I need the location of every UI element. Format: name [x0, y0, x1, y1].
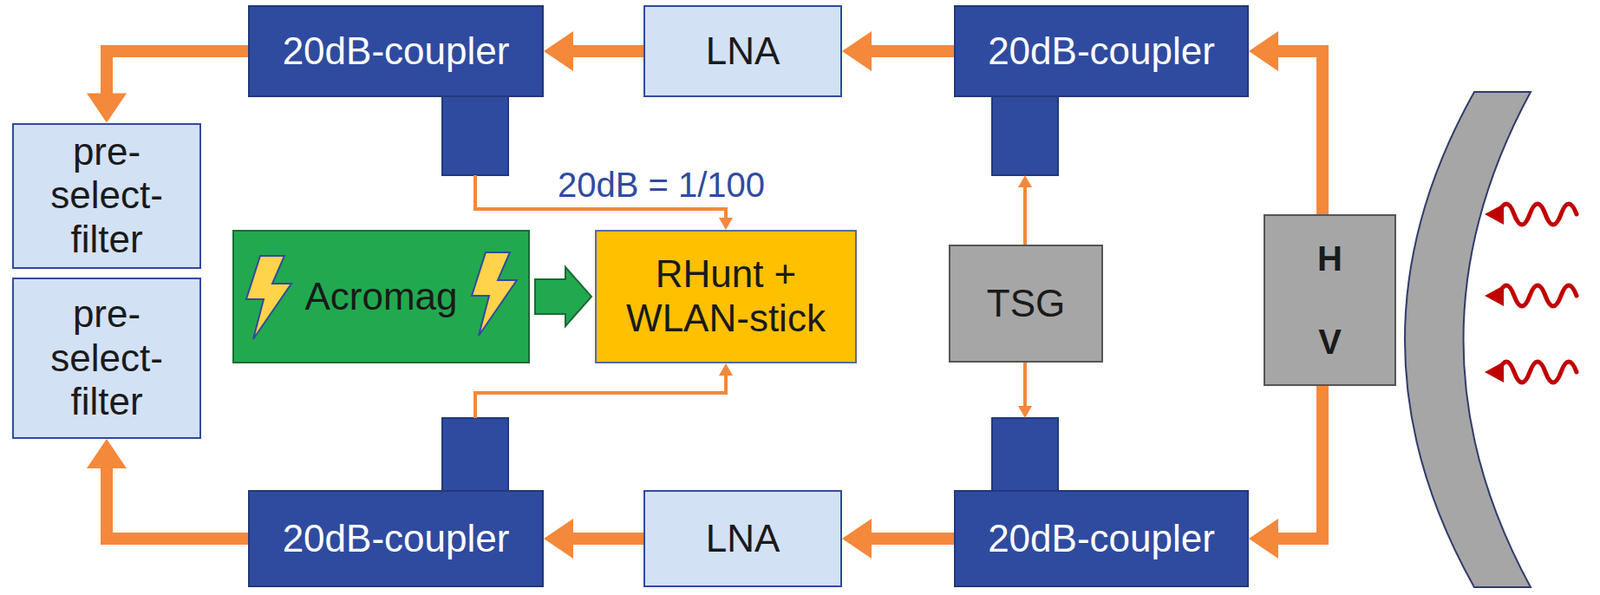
signal-arrow	[1018, 362, 1032, 418]
coupler-port	[992, 417, 1058, 497]
signal-arrow	[543, 31, 644, 72]
wave-head	[1484, 203, 1504, 225]
node-text: 20dB-coupler	[987, 29, 1215, 74]
wave	[1498, 203, 1577, 225]
node-text: LNA	[705, 516, 781, 562]
connector-line	[870, 45, 954, 58]
wave-heads	[1484, 203, 1504, 383]
signal-arrow	[842, 31, 954, 72]
signal-arrow	[842, 518, 954, 559]
connector-line	[475, 374, 726, 418]
arrow-head	[718, 217, 733, 230]
filter-box: pre- select- filter	[12, 277, 202, 439]
arrow-head	[718, 363, 733, 376]
node-text: H	[1317, 238, 1343, 279]
signal-arrow	[475, 363, 733, 418]
arrow-head	[1018, 405, 1032, 418]
node-text: pre- select- filter	[50, 292, 164, 425]
wave-head	[1484, 285, 1504, 307]
lightning-bolt	[471, 252, 517, 336]
connector-line	[1277, 385, 1323, 539]
node-text: 20dB-coupler	[282, 516, 510, 562]
arrow-head	[86, 438, 127, 469]
node-text: RHunt + WLAN-stick	[607, 252, 845, 340]
wave-head	[1484, 361, 1504, 383]
coupler-box: 20dB-coupler	[248, 5, 544, 98]
source-box: Acromag	[232, 229, 530, 364]
node-text: LNA	[705, 29, 781, 74]
dish-reflector	[1404, 91, 1531, 588]
connector-line	[106, 467, 249, 539]
connector-line	[106, 51, 249, 95]
arrow-head	[543, 31, 574, 72]
node-text: 20dB-coupler	[282, 29, 510, 74]
connector-line	[572, 532, 644, 545]
coupler-box: 20dB-coupler	[953, 489, 1249, 588]
coupler-port	[992, 90, 1058, 176]
connector-line	[870, 532, 954, 545]
node-text: V	[1318, 321, 1342, 362]
node-text: pre- select- filter	[50, 130, 164, 262]
signal-arrow	[86, 51, 249, 124]
arrow-head	[1018, 175, 1032, 188]
arrow-head	[1248, 31, 1279, 72]
signal-arrow	[543, 518, 644, 559]
node-text: 20dB-coupler	[987, 516, 1215, 562]
coupler-port	[442, 417, 509, 497]
signal-arrow	[1248, 385, 1323, 559]
amplifier-box: LNA	[643, 489, 843, 588]
receiver-box: RHunt + WLAN-stick	[594, 229, 857, 364]
coupler-box: 20dB-coupler	[248, 489, 544, 588]
node-text: TSG	[986, 281, 1065, 327]
arrow-head	[86, 93, 127, 124]
connector-line	[572, 45, 644, 58]
lightning-bolt	[246, 255, 292, 340]
signal-arrow	[86, 438, 249, 539]
signal-arrow	[1018, 175, 1032, 245]
arrow-head	[1248, 518, 1279, 559]
amplifier-box: LNA	[643, 5, 843, 98]
generator-box: TSG	[948, 244, 1104, 363]
connector-line	[1023, 362, 1027, 407]
coupler-box: 20dB-coupler	[953, 5, 1249, 98]
arrow-head	[842, 31, 872, 72]
wave	[1498, 361, 1577, 383]
block-arrow	[535, 267, 592, 327]
arrow-head	[842, 518, 872, 559]
wave	[1498, 285, 1577, 307]
connector-line	[1023, 186, 1027, 245]
feed-box: HV	[1263, 214, 1397, 386]
coupler-port	[442, 90, 509, 176]
signal-arrow	[535, 267, 592, 327]
arrow-head	[543, 518, 574, 559]
filter-box: pre- select- filter	[12, 123, 202, 269]
signal-arrow	[1248, 31, 1323, 215]
incoming-waves	[1498, 203, 1577, 383]
node-text: Acromag	[304, 274, 458, 320]
connector-line	[1277, 51, 1323, 215]
edge-label: 20dB = 1/100	[554, 165, 769, 204]
